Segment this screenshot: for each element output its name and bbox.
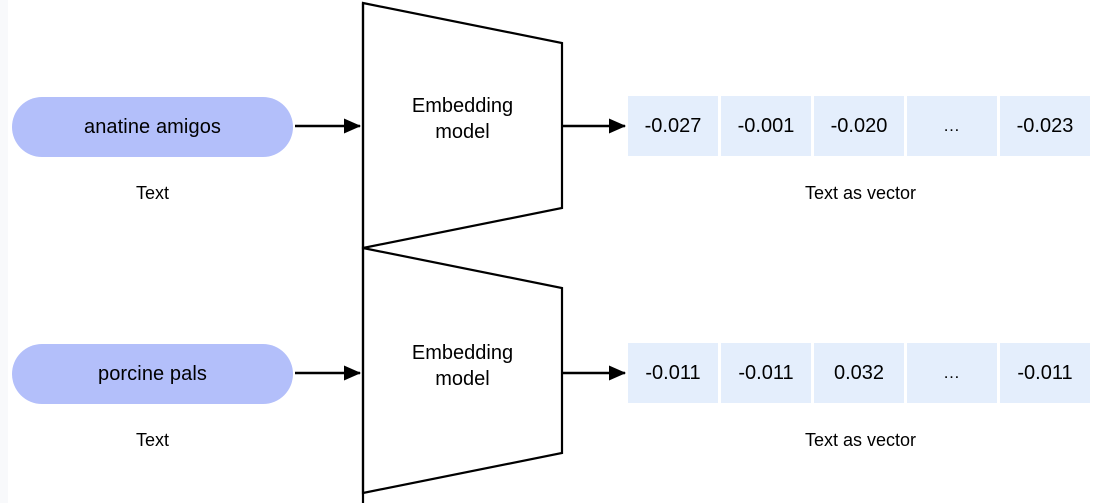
output-caption-1: Text as vector bbox=[804, 183, 917, 203]
vector-cell: -0.001 bbox=[721, 96, 811, 156]
left-edge-strip bbox=[0, 0, 8, 503]
input-text-pill-2[interactable]: porcine pals bbox=[12, 344, 293, 404]
vector-cell: -0.011 bbox=[721, 343, 811, 403]
vector-cell: -0.023 bbox=[1000, 96, 1090, 156]
vector-cell: -0.020 bbox=[814, 96, 904, 156]
embedding-model-label-1-line1: Embedding bbox=[411, 95, 514, 117]
input-caption-2: Text bbox=[135, 430, 169, 450]
embedding-model-label-1: Embedding model bbox=[370, 94, 555, 145]
embedding-model-label-1-line2: model bbox=[435, 120, 490, 143]
input-text-label-1: anatine amigos bbox=[83, 115, 222, 138]
embedding-model-label-2: Embedding model bbox=[370, 341, 555, 392]
vector-row-1: -0.027 -0.001 -0.020 … -0.023 bbox=[628, 96, 1090, 156]
vector-cell-ellipsis: … bbox=[907, 343, 997, 403]
output-caption-2: Text as vector bbox=[804, 430, 917, 450]
input-caption-1: Text bbox=[135, 183, 169, 203]
vector-cell: -0.011 bbox=[628, 343, 718, 403]
vector-cell: -0.011 bbox=[1000, 343, 1090, 403]
embedding-model-label-2-line2: model bbox=[435, 367, 490, 390]
vector-cell: -0.027 bbox=[628, 96, 718, 156]
embedding-model-label-2-line1: Embedding bbox=[411, 342, 514, 364]
vector-row-2: -0.011 -0.011 0.032 … -0.011 bbox=[628, 343, 1090, 403]
input-text-pill-1[interactable]: anatine amigos bbox=[12, 97, 293, 157]
input-text-label-2: porcine pals bbox=[97, 362, 208, 385]
vector-cell-ellipsis: … bbox=[907, 96, 997, 156]
vector-cell: 0.032 bbox=[814, 343, 904, 403]
